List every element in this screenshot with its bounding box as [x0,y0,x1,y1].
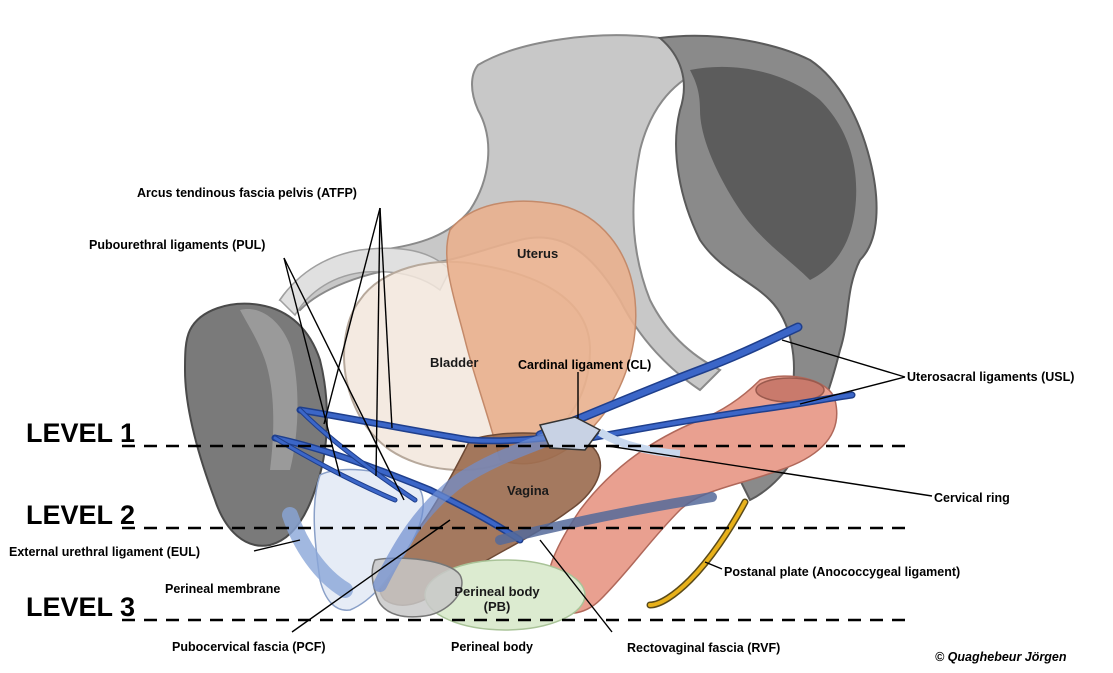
perineal-body-pb-label: Perineal body (PB) [454,585,540,615]
perineal-body-line1: Perineal body [454,585,540,600]
level-1-label: LEVEL 1 [26,420,135,447]
perineal-membrane-label: Perineal membrane [165,583,280,596]
postanal-plate-label: Postanal plate (Anococcygeal ligament) [724,566,960,579]
perineal-body-label: Perineal body [451,641,533,654]
uterus-label: Uterus [517,247,558,262]
bladder-label: Bladder [430,356,478,371]
level-2-label: LEVEL 2 [26,502,135,529]
cervical-ring-label: Cervical ring [934,492,1010,505]
eul-label: External urethral ligament (EUL) [9,546,200,559]
level-3-label: LEVEL 3 [26,594,135,621]
perineal-body-line2: (PB) [454,600,540,615]
usl-label: Uterosacral ligaments (USL) [907,371,1074,384]
cl-label: Cardinal ligament (CL) [518,359,651,372]
copyright-text: © Quaghebeur Jörgen [935,651,1066,664]
pcf-label: Pubocervical fascia (PCF) [172,641,326,654]
atfp-label: Arcus tendinous fascia pelvis (ATFP) [137,187,357,200]
rvf-label: Rectovaginal fascia (RVF) [627,642,780,655]
pul-label: Pubourethral ligaments (PUL) [89,239,265,252]
vagina-label: Vagina [507,484,549,499]
